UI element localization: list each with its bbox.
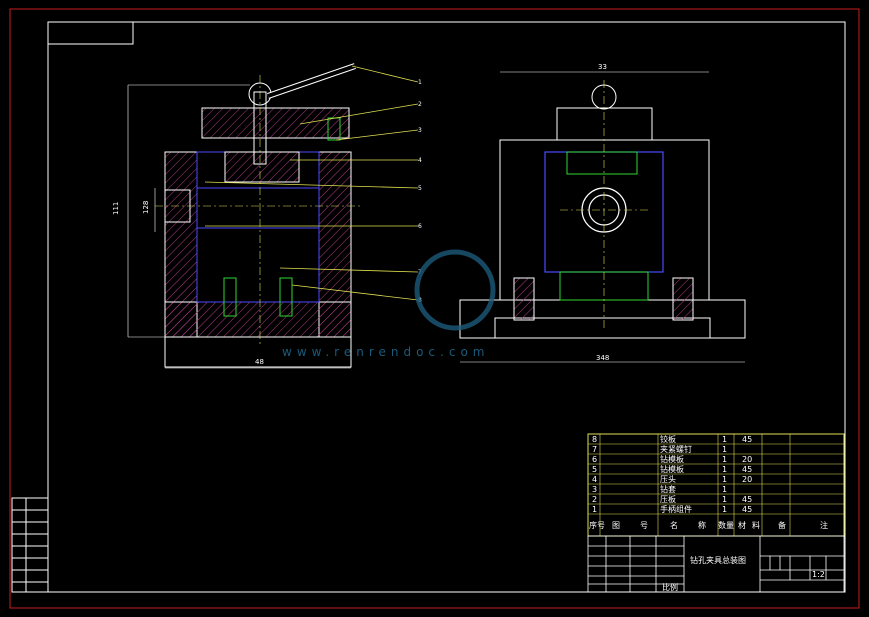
r-body bbox=[499, 139, 710, 301]
r-base-inner bbox=[494, 317, 711, 339]
bushing-bl bbox=[223, 277, 237, 317]
left-margin-boxes bbox=[11, 497, 49, 593]
top-plate bbox=[201, 107, 350, 139]
part-row-1-mat: 45 bbox=[742, 505, 752, 514]
scale-value: 1:2 bbox=[812, 570, 825, 579]
part-row-4-qty: 1 bbox=[722, 475, 727, 484]
hdr-note2: 注 bbox=[820, 520, 828, 530]
right-view: 33 348 bbox=[459, 63, 746, 363]
hdr-fig: 图 bbox=[612, 521, 620, 530]
balloon-2: 2 bbox=[418, 101, 422, 108]
watermark-url: www.renrendoc.com bbox=[282, 345, 489, 359]
inner-border bbox=[47, 21, 846, 593]
r-base bbox=[459, 299, 746, 339]
hdr-mat1: 材 bbox=[738, 520, 746, 530]
drawing-title: 钻孔夹具总装图 bbox=[690, 555, 746, 565]
code-box bbox=[47, 21, 134, 45]
outer-border bbox=[9, 8, 860, 609]
part-row-8-qty: 1 bbox=[722, 435, 727, 444]
dim-left-side: 128 bbox=[142, 201, 150, 214]
handle-bar-inner bbox=[267, 64, 356, 98]
left-view: 111 128 48 bbox=[112, 63, 360, 369]
part-row-8-no: 8 bbox=[592, 435, 597, 444]
hdr-note1: 备 bbox=[778, 520, 786, 530]
watermark-logo bbox=[414, 249, 496, 331]
dim-right-top: 33 bbox=[598, 63, 607, 71]
part-row-5-name: 钻模板 bbox=[660, 464, 684, 474]
hdr-num: 号 bbox=[640, 521, 648, 530]
part-row-3-qty: 1 bbox=[722, 485, 727, 494]
part-row-7-no: 7 bbox=[592, 445, 597, 454]
part-row-1-name: 手柄组件 bbox=[660, 504, 692, 514]
balloon-1: 1 bbox=[418, 79, 422, 86]
balloon-5: 5 bbox=[418, 185, 422, 192]
part-row-2-mat: 45 bbox=[742, 495, 752, 504]
part-row-8-mat: 45 bbox=[742, 435, 752, 444]
part-row-4-name: 压头 bbox=[660, 474, 676, 484]
part-row-5-mat: 45 bbox=[742, 465, 752, 474]
hdr-no: 序号 bbox=[589, 520, 605, 530]
part-row-7-qty: 1 bbox=[722, 445, 727, 454]
part-row-6-mat: 20 bbox=[742, 455, 752, 464]
bushing-br bbox=[279, 277, 293, 317]
r-top-block bbox=[556, 107, 653, 141]
scale-label: 比例 bbox=[662, 582, 678, 592]
hdr-mat2: 料 bbox=[752, 520, 760, 530]
dim-right-bottom: 348 bbox=[596, 354, 609, 362]
part-row-8-name: 铰板 bbox=[660, 434, 676, 444]
parts-list-table bbox=[587, 433, 845, 537]
dim-left-height: 111 bbox=[112, 202, 120, 215]
part-row-2-name: 压板 bbox=[660, 494, 676, 504]
part-row-6-name: 钻模板 bbox=[660, 454, 684, 464]
base-foot bbox=[164, 336, 352, 368]
leader-lines bbox=[204, 65, 419, 301]
part-row-6-qty: 1 bbox=[722, 455, 727, 464]
screw-shaft bbox=[253, 91, 267, 165]
hdr-name2: 称 bbox=[698, 520, 706, 530]
press-head bbox=[224, 151, 300, 183]
part-row-3-name: 钻套 bbox=[660, 484, 676, 494]
balloon-4: 4 bbox=[418, 157, 422, 164]
part-row-3-no: 3 bbox=[592, 485, 597, 494]
part-row-1-no: 1 bbox=[592, 505, 597, 514]
side-pin bbox=[164, 189, 191, 223]
part-row-7-name: 夹紧螺钉 bbox=[660, 444, 692, 454]
title-block bbox=[587, 535, 845, 593]
workpiece bbox=[196, 187, 320, 229]
hdr-qty: 数量 bbox=[718, 520, 734, 530]
part-row-4-mat: 20 bbox=[742, 475, 752, 484]
hdr-name1: 名 bbox=[670, 520, 678, 530]
r-bushing-left bbox=[513, 277, 535, 321]
r-workpiece bbox=[566, 151, 638, 175]
part-row-4-no: 4 bbox=[592, 475, 597, 484]
part-row-1-qty: 1 bbox=[722, 505, 727, 514]
part-row-6-no: 6 bbox=[592, 455, 597, 464]
part-row-5-no: 5 bbox=[592, 465, 597, 474]
part-row-5-qty: 1 bbox=[722, 465, 727, 474]
body-bottom bbox=[164, 301, 352, 338]
dim-left-width: 48 bbox=[255, 358, 264, 366]
part-row-2-no: 2 bbox=[592, 495, 597, 504]
part-row-2-qty: 1 bbox=[722, 495, 727, 504]
r-bushing-right bbox=[672, 277, 694, 321]
balloon-6: 6 bbox=[418, 223, 422, 230]
balloon-3: 3 bbox=[418, 127, 422, 134]
